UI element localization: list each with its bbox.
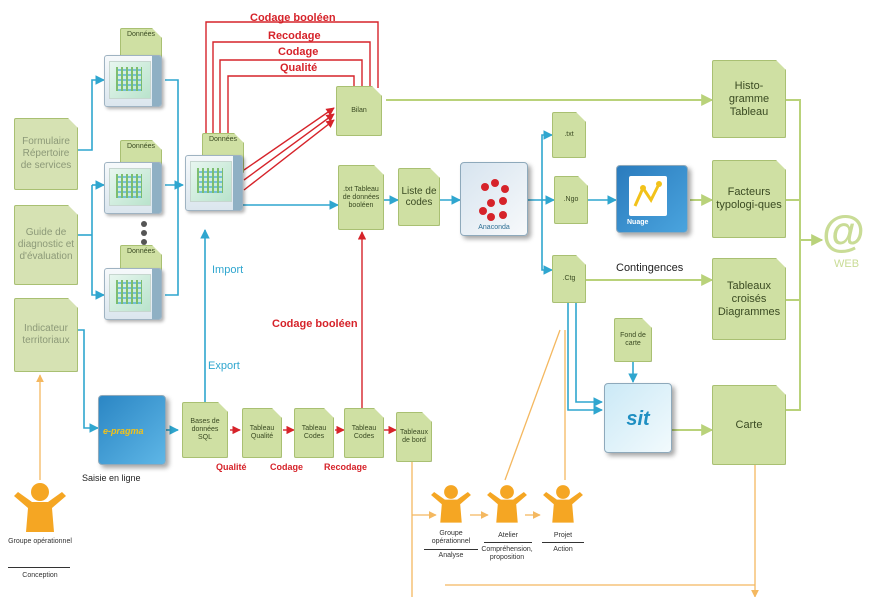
guide-doc: Guide de diagnostic et d'évaluation	[14, 205, 78, 285]
step-recodage-label: Recodage	[324, 462, 368, 472]
nuage-label: Nuage	[627, 219, 649, 226]
fond-de-carte-doc: Fond de carte	[614, 318, 652, 362]
label-codage: Codage	[278, 46, 319, 58]
export-label: Export	[208, 360, 240, 372]
central-data-app[interactable]	[185, 155, 243, 211]
txt-output-doc: .txt	[552, 112, 586, 158]
ctg-output-doc: .Ctg	[552, 255, 586, 303]
label-qualite: Qualité	[280, 62, 318, 74]
epragma-app[interactable]: e-pragma	[98, 395, 166, 465]
anaconda-label: Anaconda	[478, 224, 510, 231]
ngo-output-doc: .Ngo	[554, 176, 588, 224]
tableaux-de-bord-doc: Tableaux de bord	[396, 412, 432, 462]
contingences-label: Contingences	[616, 262, 684, 274]
step-codage-label: Codage	[270, 462, 304, 472]
person-icon-projet	[543, 485, 583, 523]
atelier-subtitle: Compréhension, proposition	[481, 546, 533, 561]
projet-title: Projet	[553, 532, 573, 539]
indicateur-doc: Indicateur territoriaux	[14, 298, 78, 372]
ellipsis-dots	[141, 218, 147, 248]
atelier-separator	[484, 542, 532, 543]
conception-separator	[8, 567, 70, 568]
saisie-en-ligne-label: Saisie en ligne	[82, 473, 141, 483]
tableau-codes-2-doc: Tableau Codes	[344, 408, 384, 458]
codage-booleen-vertical-label: Codage booléen	[272, 318, 358, 330]
epragma-label: e-pragma	[103, 426, 144, 436]
step-qualite-label: Qualité	[216, 462, 247, 472]
conception-title: Groupe opérationnel	[8, 538, 72, 545]
tableau-qualite-doc: Tableau Qualité	[242, 408, 282, 458]
tableaux-croises-doc: Tableaux croisés Diagrammes	[712, 258, 786, 340]
analyse-subtitle: Analyse	[438, 552, 464, 559]
analyse-separator	[424, 549, 478, 550]
web-label: WEB	[834, 258, 860, 270]
nuage-icon	[629, 176, 667, 216]
conception-subtitle: Conception	[22, 572, 58, 579]
label-recodage: Recodage	[268, 30, 321, 42]
histogramme-doc: Histo-gramme Tableau	[712, 60, 786, 138]
data-app-2[interactable]	[104, 162, 162, 214]
bases-sql-doc: Bases de données SQL	[182, 402, 228, 458]
projet-separator	[542, 542, 584, 543]
anaconda-icon	[479, 179, 509, 221]
liste-codes-doc: Liste de codes	[398, 168, 440, 226]
bilan-doc: Bilan	[336, 86, 382, 136]
web-at-icon: @	[822, 207, 865, 256]
anaconda-app[interactable]: Anaconda	[460, 162, 528, 236]
data-app-1[interactable]	[104, 55, 162, 107]
person-icon-atelier	[487, 485, 527, 523]
nuage-app[interactable]: Nuage	[616, 165, 688, 233]
tableau-booleen-doc: .txt Tableau de données booléen	[338, 165, 384, 230]
projet-subtitle: Action	[553, 546, 573, 553]
atelier-title: Atelier	[498, 532, 518, 539]
sit-app[interactable]: sit	[604, 383, 672, 453]
sit-label: sit	[626, 408, 650, 430]
data-app-3[interactable]	[104, 268, 162, 320]
formulaire-doc: Formulaire Répertoire de services	[14, 118, 78, 190]
facteurs-doc: Facteurs typologi-ques	[712, 160, 786, 238]
carte-doc: Carte	[712, 385, 786, 465]
person-icon-analyse	[431, 485, 471, 523]
person-icon-conception	[14, 483, 66, 532]
import-label: Import	[212, 264, 244, 276]
label-codage-booleen-top: Codage booléen	[250, 12, 336, 24]
analyse-title: Groupe opérationnel	[431, 530, 471, 545]
tableau-codes-1-doc: Tableau Codes	[294, 408, 334, 458]
